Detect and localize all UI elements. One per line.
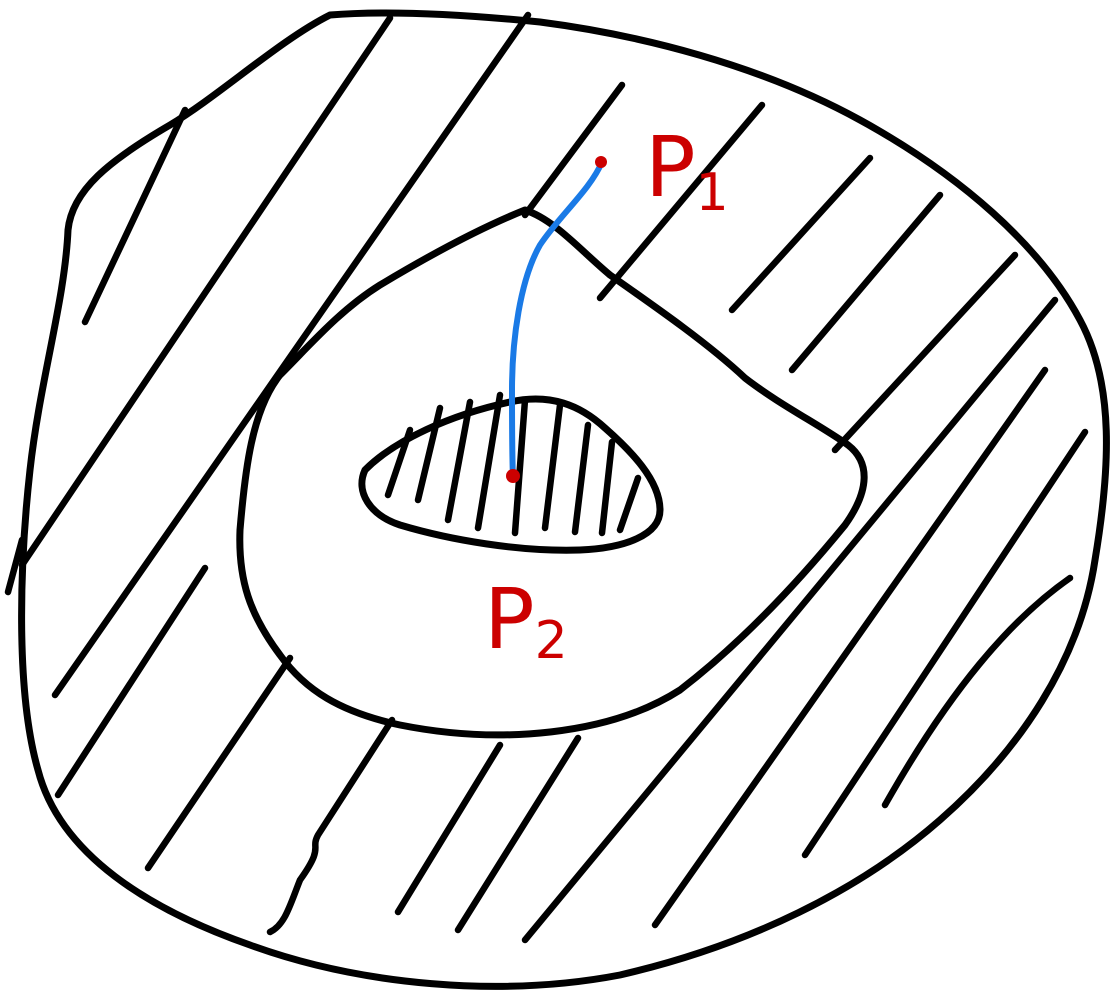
outer-ring-hatching <box>4 11 1089 944</box>
label-p1: P1 <box>645 118 729 223</box>
point-p1 <box>595 156 607 168</box>
point-p2 <box>506 469 520 483</box>
inner-blob <box>358 395 664 554</box>
label-p1-main: P <box>645 118 696 216</box>
inner-blob-hatching <box>384 391 642 537</box>
path-p1-to-p2 <box>508 159 605 481</box>
label-p2-main: P <box>484 570 535 668</box>
label-p1-sub: 1 <box>696 163 729 223</box>
outer-boundary <box>18 9 1110 990</box>
label-p2-sub: 2 <box>535 611 568 671</box>
label-p2: P2 <box>484 570 568 671</box>
